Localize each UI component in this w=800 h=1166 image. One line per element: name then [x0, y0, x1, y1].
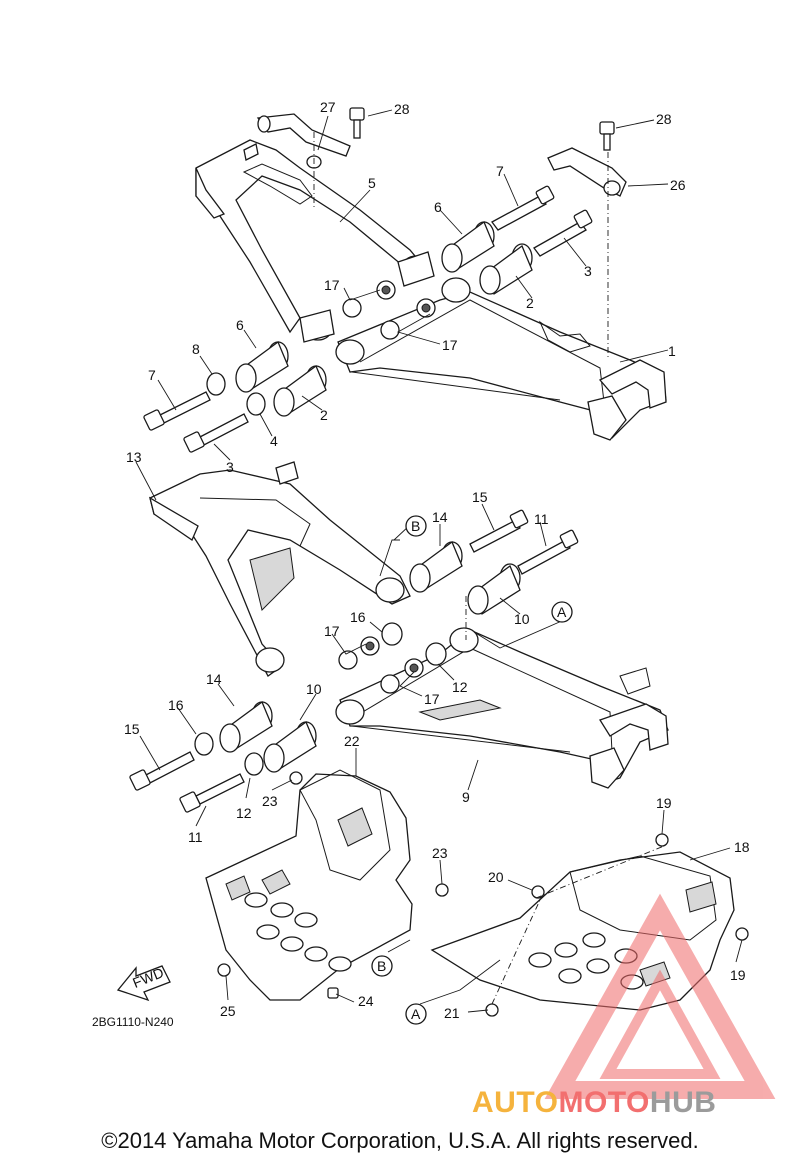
upper-arm-assembly [195, 107, 667, 441]
callout-12: 12 [452, 679, 468, 695]
callout-23: 23 [432, 845, 448, 861]
callout-21: 21 [444, 1005, 460, 1021]
watermark-part-3: HUB [649, 1086, 717, 1119]
callout-2: 2 [526, 295, 534, 311]
guard-fasteners [217, 771, 749, 1017]
callout-14: 14 [432, 509, 448, 525]
callout-9: 9 [462, 789, 470, 805]
callout-3: 3 [226, 459, 234, 475]
callout-7: 7 [496, 163, 504, 179]
callout-17: 17 [442, 337, 458, 353]
callout-14: 14 [206, 671, 222, 687]
upper-hardware [143, 185, 593, 453]
callout-10: 10 [306, 681, 322, 697]
callout-28: 28 [656, 111, 672, 127]
left-guard-22 [205, 769, 413, 1001]
callout-11: 11 [534, 511, 549, 527]
callout-2: 2 [320, 407, 328, 423]
ref-marker-a: A [557, 604, 567, 620]
callout-23: 23 [262, 793, 278, 809]
callout-15: 15 [124, 721, 140, 737]
callout-4: 4 [270, 433, 278, 449]
callout-28: 28 [394, 101, 410, 117]
callout-5: 5 [368, 175, 376, 191]
leader-lines [135, 109, 743, 1013]
watermark-text: AUTOMOTOHUB [472, 1086, 716, 1120]
callout-19: 19 [656, 795, 672, 811]
callout-labels: 27 28 28 26 5 7 6 3 2 17 17 1 6 8 7 2 4 … [124, 99, 750, 1021]
callout-10: 10 [514, 611, 530, 627]
copyright-notice: ©2014 Yamaha Motor Corporation, U.S.A. A… [101, 1128, 699, 1153]
ref-marker-a: A [411, 1006, 421, 1022]
callout-27: 27 [320, 99, 336, 115]
callout-26: 26 [670, 177, 686, 193]
callout-17: 17 [324, 277, 340, 293]
callout-6: 6 [434, 199, 442, 215]
watermark-part-1: AUTO [472, 1086, 559, 1119]
diagram-code: 2BG1110-N240 [92, 1015, 174, 1029]
callout-25: 25 [220, 1003, 236, 1019]
callout-17: 17 [324, 623, 340, 639]
ref-marker-b: B [377, 958, 386, 974]
callout-8: 8 [192, 341, 200, 357]
callout-20: 20 [488, 869, 504, 885]
callout-7: 7 [148, 367, 156, 383]
callout-16: 16 [350, 609, 366, 625]
callout-24: 24 [358, 993, 374, 1009]
watermark-part-2: MOTO [558, 1086, 650, 1119]
watermark-logo [544, 893, 776, 1099]
callout-18: 18 [734, 839, 750, 855]
fwd-arrow-icon: FWD [116, 964, 171, 1002]
callout-15: 15 [472, 489, 488, 505]
ref-marker-b: B [411, 518, 420, 534]
callout-22: 22 [344, 733, 360, 749]
callout-3: 3 [584, 263, 592, 279]
right-guard-18 [430, 851, 735, 1011]
callout-12: 12 [236, 805, 252, 821]
reference-markers: B A B A [371, 515, 573, 1025]
callout-16: 16 [168, 697, 184, 713]
callout-13: 13 [126, 449, 142, 465]
callout-17: 17 [424, 691, 440, 707]
lower-hardware [129, 509, 579, 813]
callout-11: 11 [188, 829, 203, 845]
callout-1: 1 [668, 343, 676, 359]
callout-6: 6 [236, 317, 244, 333]
callout-19: 19 [730, 967, 746, 983]
